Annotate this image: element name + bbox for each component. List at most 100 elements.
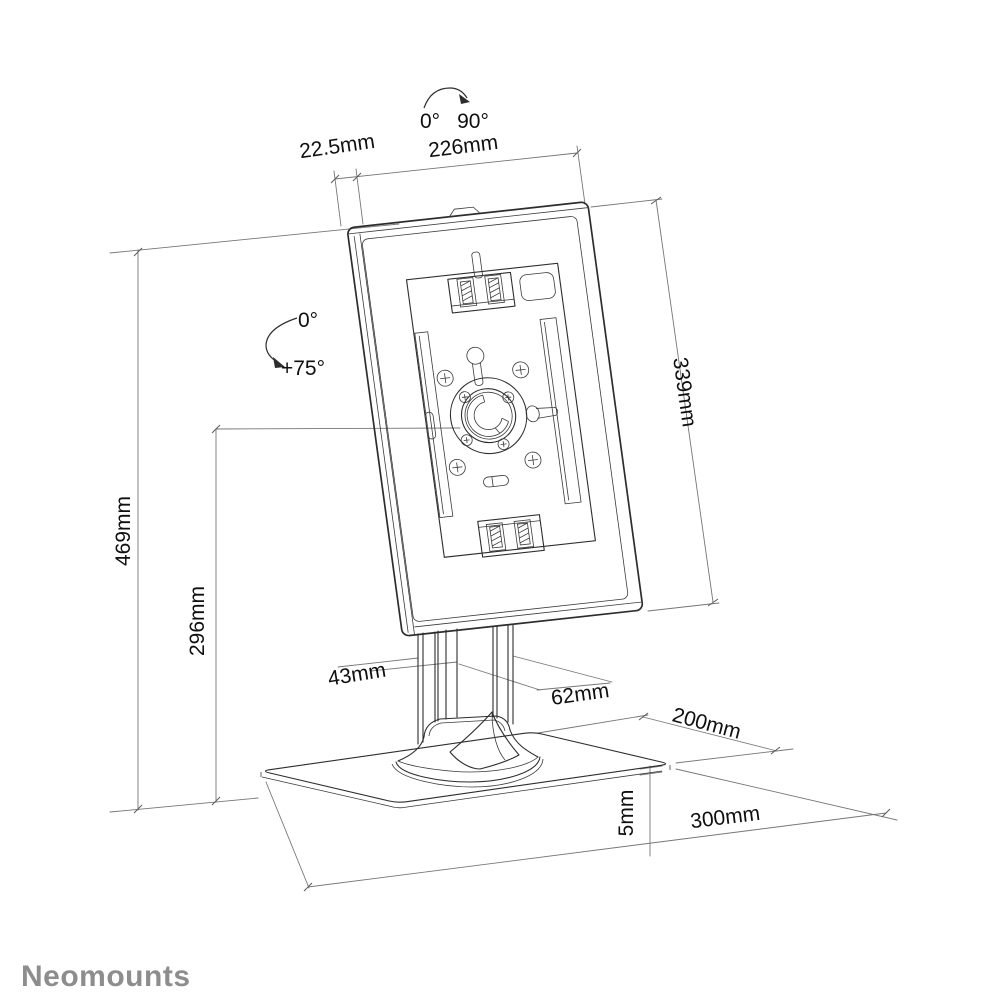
dim-label-holder-height: 339mm [668, 356, 701, 429]
foot-rim-top [397, 756, 539, 773]
column-front-face [417, 628, 458, 745]
extension-line [647, 602, 720, 612]
lower-pill-divider [491, 476, 494, 487]
left-rail-groove [418, 335, 444, 515]
dimension-ticks [330, 148, 582, 184]
foot-rim-outer [391, 758, 544, 788]
dimension-line-base-depth [642, 716, 778, 752]
base-plate-top [264, 732, 667, 803]
dimension-line-holder-height [655, 199, 714, 603]
rotation-max-label: 90° [457, 110, 489, 133]
tilt-arrowhead-icon [273, 357, 285, 368]
lower-pill-slot [483, 475, 509, 488]
extension-line [109, 797, 259, 813]
front-bezel-edge [362, 216, 629, 622]
top-slot-right-inner [487, 277, 502, 302]
top-face-edge [348, 207, 588, 235]
foot-rim [395, 756, 541, 783]
extension-line [576, 145, 586, 205]
bottom-slot-right [513, 519, 535, 549]
rotation-arc-group [423, 87, 470, 109]
hub-screws [458, 391, 515, 451]
top-latch-bump [449, 206, 481, 217]
enclosure-outline [347, 201, 644, 637]
keyhole-bolt-shaft [471, 362, 484, 386]
rotation-min-label: 0° [420, 110, 440, 133]
side-bolt-shaft [535, 407, 558, 419]
top-right-recess [519, 272, 556, 301]
left-face-edge [353, 233, 415, 635]
plate-screws [436, 361, 542, 476]
base-plate-thickness [260, 765, 671, 809]
dim-label-base-thickness: 5mm [615, 790, 638, 837]
bottom-slot-right-inner [517, 522, 531, 546]
dimension-ticks [133, 247, 143, 814]
tilt-min-label: 0° [298, 309, 318, 332]
keyhole-bolt-head [466, 346, 485, 365]
dimension-ticks [650, 196, 719, 607]
dimension-lines [109, 145, 898, 892]
extension-line [675, 768, 898, 821]
leader-line [458, 663, 541, 691]
thickness-ticks [639, 765, 663, 776]
left-rail [414, 331, 454, 518]
foot-collar [423, 715, 511, 738]
tablet-enclosure [347, 201, 644, 637]
rotation-arc [423, 87, 468, 109]
hub-cam-hook [466, 394, 509, 437]
side-bolt-head [525, 405, 540, 423]
right-rail [539, 317, 582, 505]
bottom-slot-left-inner [489, 525, 503, 549]
bottom-slot-left [485, 522, 507, 552]
leader-line [337, 657, 419, 668]
top-pin [471, 251, 483, 279]
extension-line [537, 714, 649, 734]
support-column [417, 624, 514, 745]
dim-label-base-depth: 200mm [670, 704, 744, 744]
cable-wrap-flap [449, 711, 520, 770]
foot-body [397, 729, 539, 762]
tilt-max-label: +75° [281, 357, 325, 380]
bottom-face-edge [414, 601, 642, 628]
rotation-arrowhead-icon [459, 94, 470, 104]
dim-label-column-width: 43mm [326, 659, 387, 691]
bottom-bracket [477, 514, 545, 558]
right-rail-groove [544, 321, 570, 501]
dimension-line-column-depth [536, 682, 611, 691]
extension-line [265, 781, 310, 889]
slot-hatching [489, 522, 530, 547]
tilt-arc-group [265, 317, 298, 368]
hub-flange [449, 377, 528, 455]
dimension-line-width [334, 152, 578, 180]
desk-base [260, 711, 671, 809]
hub-bore [464, 391, 513, 440]
left-edge-slot [424, 411, 437, 440]
dim-label-holder-width: 226mm [427, 131, 499, 162]
foot-collar-inner [428, 719, 506, 737]
dimension-ticks [303, 808, 891, 892]
extension-line [215, 427, 461, 430]
cable-wrap-fold [491, 711, 506, 761]
mounting-plate [405, 251, 596, 558]
column-rear-face [492, 624, 514, 725]
dimension-ticks [211, 424, 221, 806]
top-bracket [447, 271, 516, 314]
hub-ring [460, 388, 517, 444]
slot-hatching [460, 277, 501, 302]
dimension-line-base-width [307, 812, 887, 888]
dim-label-top-offset: 22.5mm [298, 130, 376, 163]
extension-line [333, 170, 342, 227]
top-slot-left [456, 277, 478, 308]
trumpet-foot [391, 711, 544, 788]
dim-label-base-width: 300mm [689, 802, 761, 833]
brand-wordmark: Neomounts [21, 960, 191, 993]
dim-label-column-depth: 62mm [550, 679, 611, 710]
top-slot-left-inner [459, 280, 474, 305]
extension-line [590, 198, 663, 208]
dim-label-total-height: 469mm [112, 496, 135, 566]
dimension-ticks [638, 712, 781, 755]
extension-line [675, 748, 794, 764]
top-slot-right [484, 274, 505, 305]
